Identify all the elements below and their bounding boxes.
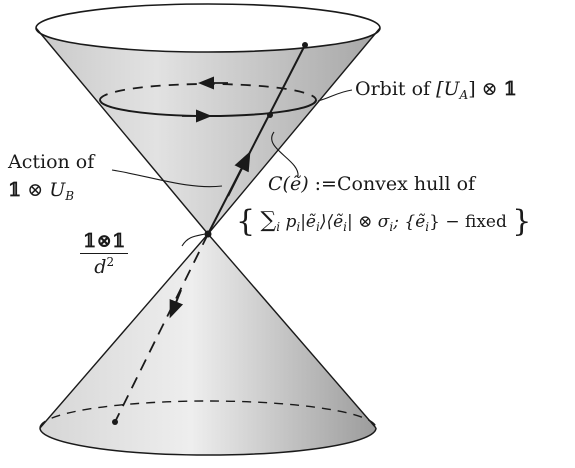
- convex-tail-sub: i: [389, 220, 394, 234]
- convex-tail: | ⊗ σ: [347, 212, 390, 232]
- orbit-label-unit: 𝟙: [503, 78, 517, 100]
- convex-sum-sub: i: [276, 220, 281, 234]
- orbit-leader: [317, 89, 353, 102]
- action-label-op: ⊗: [21, 179, 50, 201]
- convex-label-text: :=Convex hull of: [308, 173, 476, 195]
- center-label: 𝟙⊗𝟙 d2: [80, 232, 129, 278]
- center-fraction: 𝟙⊗𝟙 d2: [80, 232, 129, 278]
- convex-bra-sub: i: [343, 220, 348, 234]
- orbit-label-text: Orbit of: [355, 78, 437, 100]
- bottom-point: [112, 419, 118, 425]
- apex-point: [204, 230, 212, 238]
- convex-label-line2: { ∑i pi|ẽi⟩⟨ẽi| ⊗ σi; {ẽi} − fixed }: [236, 207, 531, 237]
- orbit-point: [267, 112, 273, 118]
- upper-cone-left-edge: [35, 27, 209, 235]
- convex-p: p: [280, 212, 297, 232]
- top-point: [302, 42, 308, 48]
- action-leader: [111, 169, 223, 188]
- action-label-line1: Action of: [8, 153, 94, 172]
- convex-close-brace: }: [512, 204, 532, 239]
- orbit-label: Orbit of [UA] ⊗ 𝟙: [355, 78, 517, 102]
- down-arrow: [169, 289, 184, 319]
- action-label-sub: B: [65, 189, 75, 203]
- convex-p-sub: i: [296, 220, 301, 234]
- upper-cone-right-edge: [207, 27, 381, 235]
- orbit-label-sub: A: [459, 88, 469, 102]
- action-label-text: Action of: [8, 151, 95, 173]
- center-fraction-sup: 2: [106, 255, 115, 269]
- convex-label-line1: C(ẽ) :=Convex hull of: [268, 175, 475, 194]
- action-label-u: U: [49, 179, 66, 201]
- convex-open-brace: {: [236, 204, 256, 239]
- upper-cone: [36, 28, 380, 234]
- convex-ket-sub: i: [316, 220, 320, 234]
- convex-braket: ⟩⟨ẽ: [319, 212, 344, 232]
- convex-set: ; {ẽ: [393, 212, 426, 232]
- convex-set-sub: i: [425, 220, 430, 234]
- center-leader: [181, 233, 206, 247]
- lower-cone-right-edge: [207, 233, 377, 429]
- orbit-label-math: [U: [436, 78, 460, 100]
- lower-cone-rim-front: [39, 427, 377, 456]
- lower-cone-rim-back: [39, 400, 377, 429]
- lower-cone-left-edge: [39, 233, 209, 429]
- center-fraction-num: 𝟙⊗𝟙: [80, 232, 129, 254]
- convex-label-math: C(ẽ): [268, 173, 309, 195]
- convex-fixed: } − fixed: [429, 212, 507, 232]
- convex-sum: ∑: [260, 208, 277, 233]
- generator-line-upper: [207, 44, 306, 235]
- action-label-unit: 𝟙: [8, 179, 22, 201]
- orbit-label-close: ] ⊗: [468, 78, 504, 100]
- convex-leader: [271, 131, 299, 177]
- action-arrow: [227, 151, 251, 197]
- center-fraction-den: d: [94, 256, 107, 278]
- generator-line-lower: [114, 233, 209, 423]
- action-label-line2: 𝟙 ⊗ UB: [8, 179, 75, 203]
- lower-cone: [40, 234, 376, 455]
- convex-ket: |ẽ: [300, 212, 316, 232]
- upper-cone-rim: [35, 3, 381, 53]
